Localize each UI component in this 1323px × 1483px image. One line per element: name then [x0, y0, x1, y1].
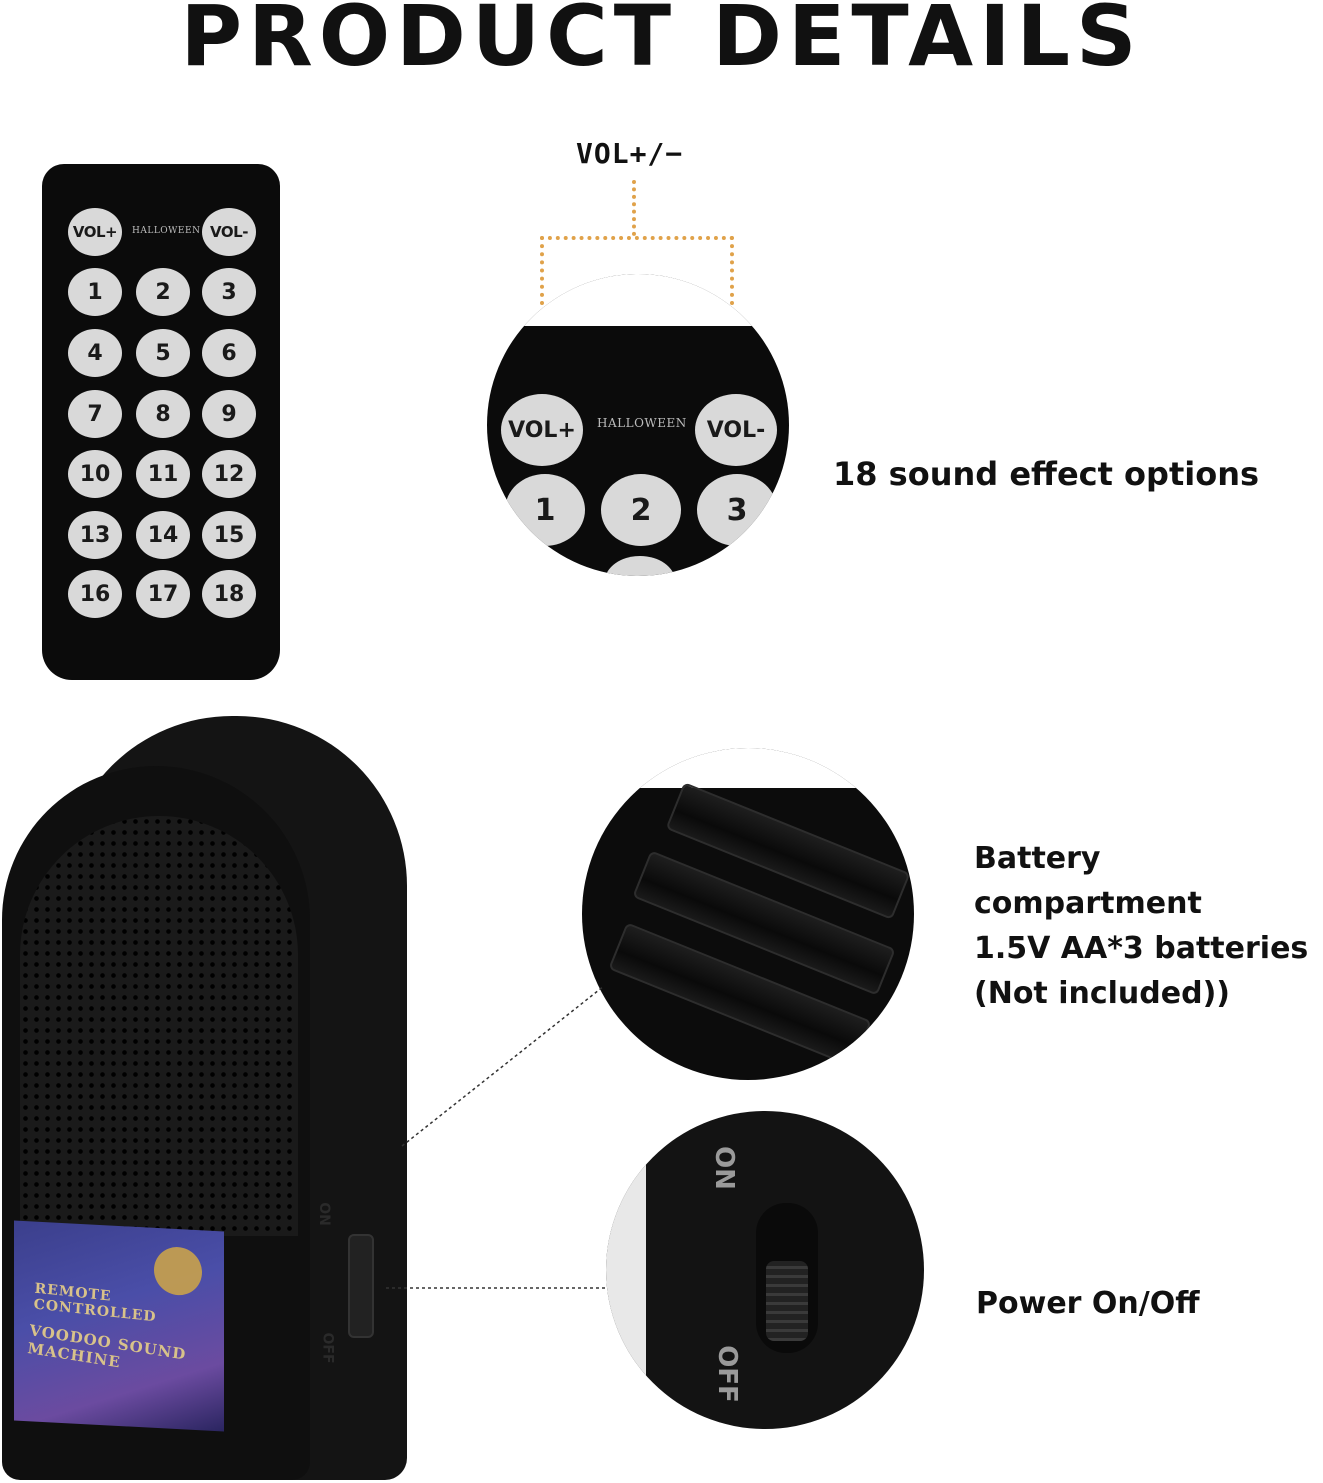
- page-title: PRODUCT DETAILS: [180, 0, 1143, 85]
- zoom-vol-plus-button: VOL+: [501, 394, 583, 466]
- battery-callout: Battery compartment 1.5V AA*3 batteries …: [974, 836, 1323, 1016]
- remote-button-17[interactable]: 17: [136, 570, 190, 618]
- sound-effects-callout: 18 sound effect options: [833, 455, 1260, 493]
- remote-button-4[interactable]: 4: [68, 329, 122, 377]
- remote-button-10[interactable]: 10: [68, 450, 122, 498]
- remote-button-6[interactable]: 6: [202, 329, 256, 377]
- battery-leader-line: [401, 985, 605, 1147]
- remote-button-9[interactable]: 9: [202, 390, 256, 438]
- remote-control: VOL+ HALLOWEEN VOL- 1 2 3 4 5 6 7 8 9 10…: [42, 164, 280, 680]
- remote-button-5[interactable]: 5: [136, 329, 190, 377]
- remote-button-12[interactable]: 12: [202, 450, 256, 498]
- vol-callout-bracket: [540, 236, 734, 240]
- zoom-background: [487, 274, 789, 326]
- power-callout: Power On/Off: [976, 1286, 1200, 1321]
- power-zoom-background: [606, 1111, 646, 1429]
- remote-vol-minus-button[interactable]: VOL-: [202, 208, 256, 256]
- remote-brand-text: HALLOWEEN: [132, 226, 201, 236]
- remote-button-8[interactable]: 8: [136, 390, 190, 438]
- remote-button-13[interactable]: 13: [68, 511, 122, 559]
- power-switch-knob: [766, 1261, 808, 1341]
- remote-button-14[interactable]: 14: [136, 511, 190, 559]
- battery-callout-line1: Battery compartment: [974, 841, 1202, 921]
- zoom-brand-text: HALLOWEEN: [597, 416, 687, 430]
- remote-button-1[interactable]: 1: [68, 268, 122, 316]
- remote-button-7[interactable]: 7: [68, 390, 122, 438]
- remote-zoom-circle: VOL+ HALLOWEEN VOL- 1 2 3: [487, 274, 789, 576]
- vol-callout-label: VOL+/−: [576, 137, 684, 170]
- remote-button-15[interactable]: 15: [202, 511, 256, 559]
- zoom-vol-minus-button: VOL-: [695, 394, 777, 466]
- battery-zoom-background: [582, 748, 914, 788]
- remote-button-2[interactable]: 2: [136, 268, 190, 316]
- zoom-partial-button: [605, 556, 675, 576]
- vol-callout-stem: [632, 180, 636, 236]
- sound-machine-device: REMOTE CONTROLLED VOODOO SOUND MACHINE O…: [2, 716, 407, 1480]
- battery-callout-line3: (Not included)): [974, 976, 1230, 1011]
- remote-vol-plus-button[interactable]: VOL+: [68, 208, 122, 256]
- speaker-grille: [20, 816, 298, 1236]
- zoom-button-3: 3: [697, 474, 777, 546]
- power-switch-zoom-circle: ON OFF: [606, 1111, 924, 1429]
- battery-callout-line2: 1.5V AA*3 batteries: [974, 931, 1309, 966]
- zoom-button-1: 1: [505, 474, 585, 546]
- battery-zoom-circle: [582, 748, 914, 1080]
- remote-button-11[interactable]: 11: [136, 450, 190, 498]
- device-power-switch[interactable]: [348, 1234, 374, 1338]
- remote-button-3[interactable]: 3: [202, 268, 256, 316]
- remote-button-16[interactable]: 16: [68, 570, 122, 618]
- remote-button-18[interactable]: 18: [202, 570, 256, 618]
- zoom-button-2: 2: [601, 474, 681, 546]
